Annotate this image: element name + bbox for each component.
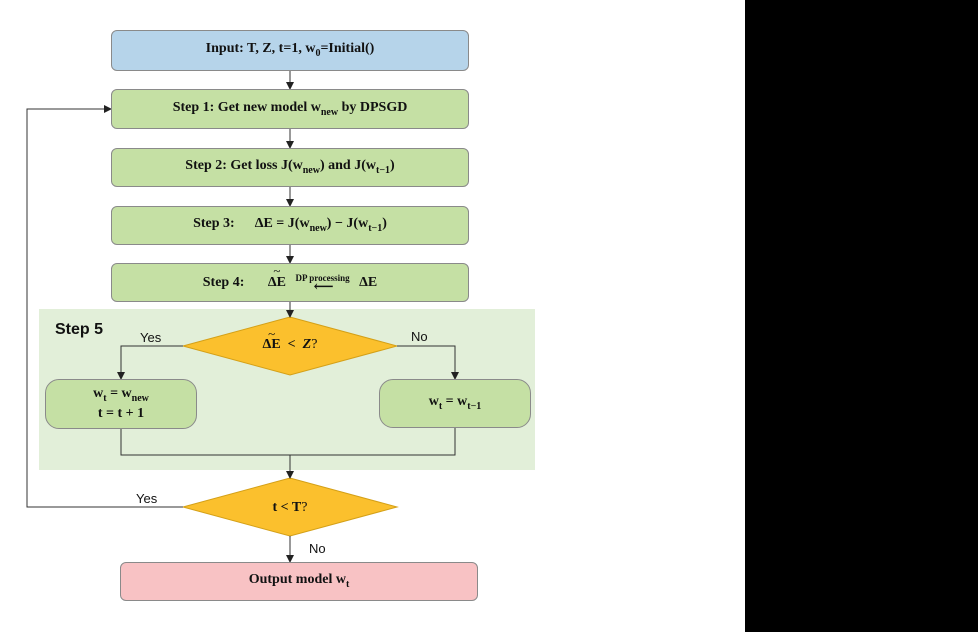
- arrow-no-branch: [397, 345, 459, 380]
- dp-processing-arrow: DP processing ⟵: [295, 272, 350, 295]
- loop-no-label: No: [309, 541, 326, 556]
- step5-yes-label: Yes: [140, 330, 162, 345]
- step4-etilde: ΔE: [268, 263, 286, 292]
- arrow-loop-yes-back: [26, 105, 183, 508]
- arrow-yes-branch: [117, 345, 183, 380]
- loop-condition-text: t < T?: [272, 500, 308, 515]
- step2-box: Step 2: Get loss J(wnew) and J(wt−1): [111, 148, 469, 187]
- yes-branch-box: wt = wnew t = t + 1: [45, 379, 197, 429]
- step1-box: Step 1: Get new model wnew by DPSGD: [111, 89, 469, 129]
- step5-title: Step 5: [55, 321, 104, 338]
- line-no-merge: [290, 428, 456, 456]
- input-box: Input: T, Z, t=1, w0=Initial(): [111, 30, 469, 71]
- step3-box: Step 3:ΔE = J(wnew) − J(wt−1): [111, 206, 469, 245]
- no-branch-box: wt = wt−1: [379, 379, 531, 428]
- loop-yes-label: Yes: [136, 491, 158, 506]
- line-yes-merge: [120, 429, 290, 456]
- step4-box: Step 4: ΔE DP processing ⟵ ΔE: [111, 263, 469, 302]
- output-box: Output model wt: [120, 562, 478, 601]
- black-side-panel: [745, 0, 978, 632]
- step5-no-label: No: [411, 329, 428, 344]
- loop-decision-diamond: [181, 477, 399, 537]
- step5-condition-text: ΔE < Z?: [215, 326, 365, 360]
